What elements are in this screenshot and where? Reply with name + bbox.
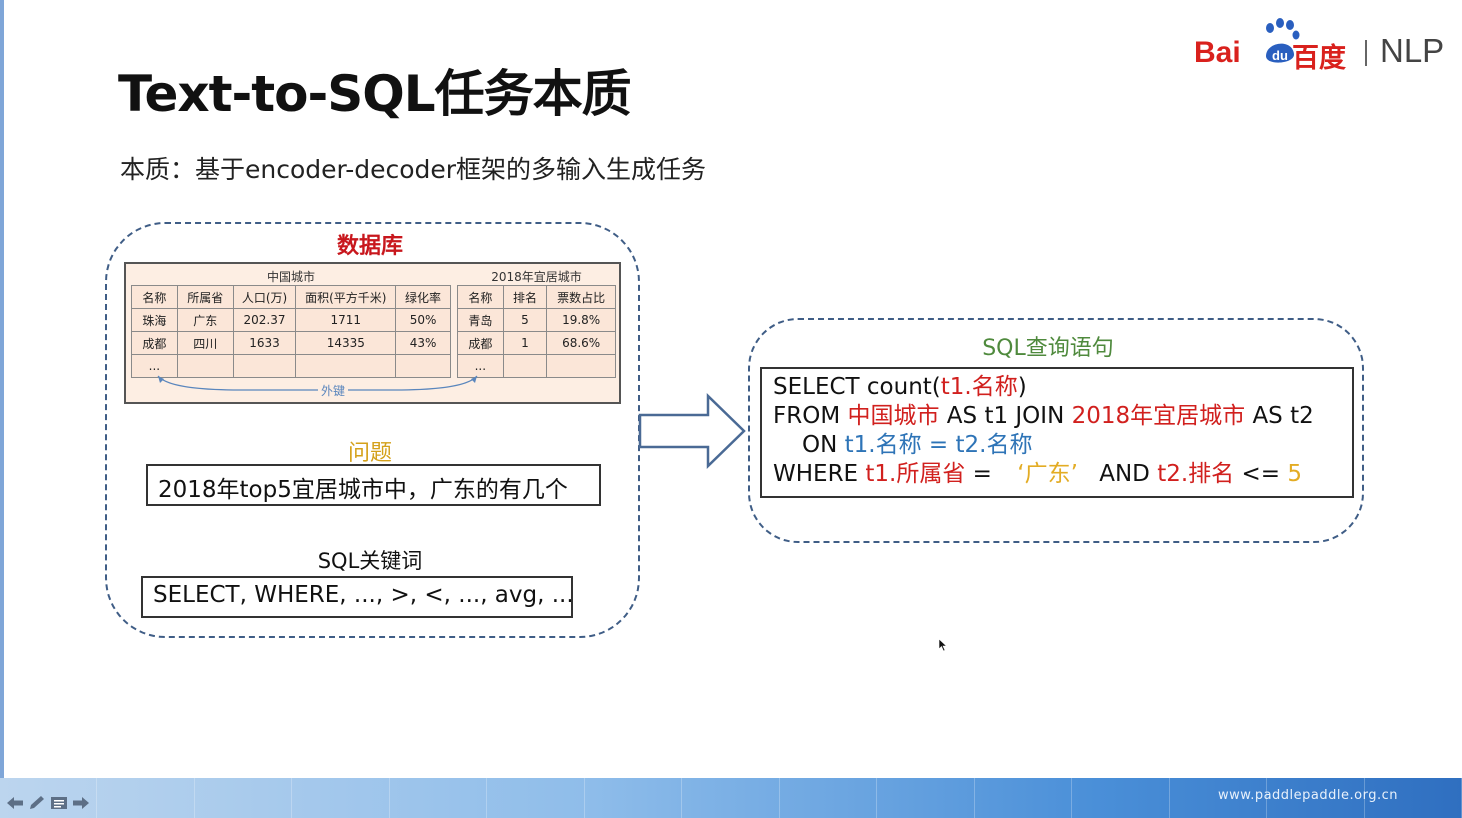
table-cell: [395, 354, 451, 378]
logo-nlp-text: NLP: [1380, 32, 1445, 69]
table-cell: 1711: [295, 308, 397, 332]
table-row: ...: [457, 354, 616, 378]
table-row: 成都 1 68.6%: [457, 331, 616, 355]
table-header-cell: 面积(平方千米): [295, 285, 397, 309]
question-text-box: 2018年top5宜居城市中，广东的有几个: [146, 464, 601, 506]
table-cell: ...: [457, 354, 504, 378]
sql-token: ): [1017, 374, 1027, 400]
logo-bai-text: Bai: [1194, 36, 1241, 69]
sql-line-select: SELECT count(t1.名称): [773, 373, 1341, 402]
table-cell: 广东: [176, 308, 234, 332]
table-cell: 四川: [176, 331, 234, 355]
slide-title: Text-to-SQL任务本质: [118, 65, 632, 123]
sql-keywords-box: SELECT, WHERE, ..., >, <, ..., avg, ...: [141, 576, 573, 618]
question-title: 问题: [347, 441, 392, 466]
table-header-cell: 所属省: [176, 285, 234, 309]
table2-caption: 2018年宜居城市: [491, 270, 582, 284]
sql-token-column: t1.所属省: [865, 461, 966, 487]
slide-left-rule: [0, 0, 4, 780]
table-header-cell: 名称: [457, 285, 504, 309]
sql-line-where: WHERE t1.所属省 = ‘广东’ AND t2.排名 <= 5: [773, 460, 1341, 489]
sql-line-on: ON t1.名称 = t2.名称: [773, 431, 1341, 460]
baidu-nlp-logo: Bai du 百度 NLP: [1194, 18, 1456, 74]
table-cell: [295, 354, 397, 378]
table-cell: 43%: [395, 331, 451, 355]
sql-query-title: SQL查询语句: [982, 336, 1114, 361]
foreign-key-label: 外键: [318, 382, 349, 399]
sql-token: AS t2: [1245, 403, 1314, 429]
logo-divider: [1365, 40, 1367, 66]
table-cell: 青岛: [457, 308, 504, 332]
sql-keywords-title: SQL关键词: [317, 549, 423, 573]
sql-token-value: 5: [1287, 461, 1302, 487]
sql-token: ON: [802, 432, 845, 458]
table-row: 珠海 广东 202.37 1711 50%: [131, 308, 451, 332]
table-cell: 5: [502, 308, 548, 332]
table-cell: 成都: [131, 331, 178, 355]
table-header-cell: 绿化率: [395, 285, 451, 309]
table-header-row: 名称 排名 票数占比: [457, 285, 616, 309]
table-china-cities: 名称 所属省 人口(万) 面积(平方千米) 绿化率 珠海 广东 202.37 1…: [131, 285, 451, 378]
table-row: 成都 四川 1633 14335 43%: [131, 331, 451, 355]
table-cell: [546, 354, 616, 378]
slideshow-toolbar: [6, 794, 90, 812]
table1-caption: 中国城市: [266, 270, 315, 284]
table-cell: 成都: [457, 331, 504, 355]
table-cell: [176, 354, 234, 378]
table-cell: 68.6%: [546, 331, 616, 355]
logo-du-text: du: [1272, 48, 1288, 63]
table-cell: 19.8%: [546, 308, 616, 332]
sql-token: AND: [1091, 461, 1158, 487]
table-cell: 50%: [395, 308, 451, 332]
sql-token-value: ‘广东’: [1017, 461, 1078, 487]
sql-token: AS t1 JOIN: [939, 403, 1072, 429]
sql-token-table: 中国城市: [847, 403, 940, 429]
pen-icon[interactable]: [28, 794, 46, 812]
table-cell: 14335: [295, 331, 397, 355]
table-cell: 202.37: [232, 308, 297, 332]
sql-token: =: [965, 461, 1000, 487]
sql-token: WHERE: [773, 461, 866, 487]
table-cell: [502, 354, 548, 378]
table-header-cell: 人口(万): [232, 285, 297, 309]
arrow-right-icon[interactable]: [72, 794, 90, 812]
sql-token: <=: [1234, 461, 1288, 487]
table-header-row: 名称 所属省 人口(万) 面积(平方千米) 绿化率: [131, 285, 451, 309]
arrow-left-icon[interactable]: [6, 794, 24, 812]
mouse-cursor-icon: [938, 638, 948, 652]
sql-line-from: FROM 中国城市 AS t1 JOIN 2018年宜居城市 AS t2: [773, 402, 1341, 431]
table-header-cell: 排名: [502, 285, 548, 309]
foreign-key-connector: [157, 375, 478, 391]
table-2018-livable-cities: 名称 排名 票数占比 青岛 5 19.8% 成都 1 68.6% ...: [457, 285, 616, 378]
sql-query-box: SELECT count(t1.名称) FROM 中国城市 AS t1 JOIN…: [760, 367, 1354, 498]
table-cell: 1633: [232, 331, 297, 355]
baidu-paw-icon: du: [1266, 18, 1300, 63]
table-cell: 珠海: [131, 308, 178, 332]
database-title: 数据库: [336, 234, 403, 259]
slide-subtitle: 本质：基于encoder-decoder框架的多输入生成任务: [120, 155, 707, 184]
table-cell: ...: [131, 354, 178, 378]
sql-token-join-condition: t1.名称 = t2.名称: [844, 432, 1033, 458]
table-row: ...: [131, 354, 451, 378]
table-cell: 1: [502, 331, 548, 355]
table-header-cell: 名称: [131, 285, 178, 309]
sql-token-column: t2.排名: [1157, 461, 1235, 487]
logo-baidu-cn-text: 百度: [1292, 43, 1346, 74]
sql-token: SELECT count(: [773, 374, 941, 400]
sql-token: FROM: [773, 403, 848, 429]
sql-token-table: 2018年宜居城市: [1071, 403, 1246, 429]
table-row: 青岛 5 19.8%: [457, 308, 616, 332]
footer-bar: [0, 778, 1462, 818]
table-cell: [232, 354, 297, 378]
sql-output-region: [748, 318, 1364, 543]
menu-icon[interactable]: [50, 794, 68, 812]
footer-url: www.paddlepaddle.org.cn: [1218, 788, 1398, 803]
sql-token-column: t1.名称: [940, 374, 1018, 400]
right-arrow-icon: [638, 393, 746, 469]
table-header-cell: 票数占比: [546, 285, 616, 309]
